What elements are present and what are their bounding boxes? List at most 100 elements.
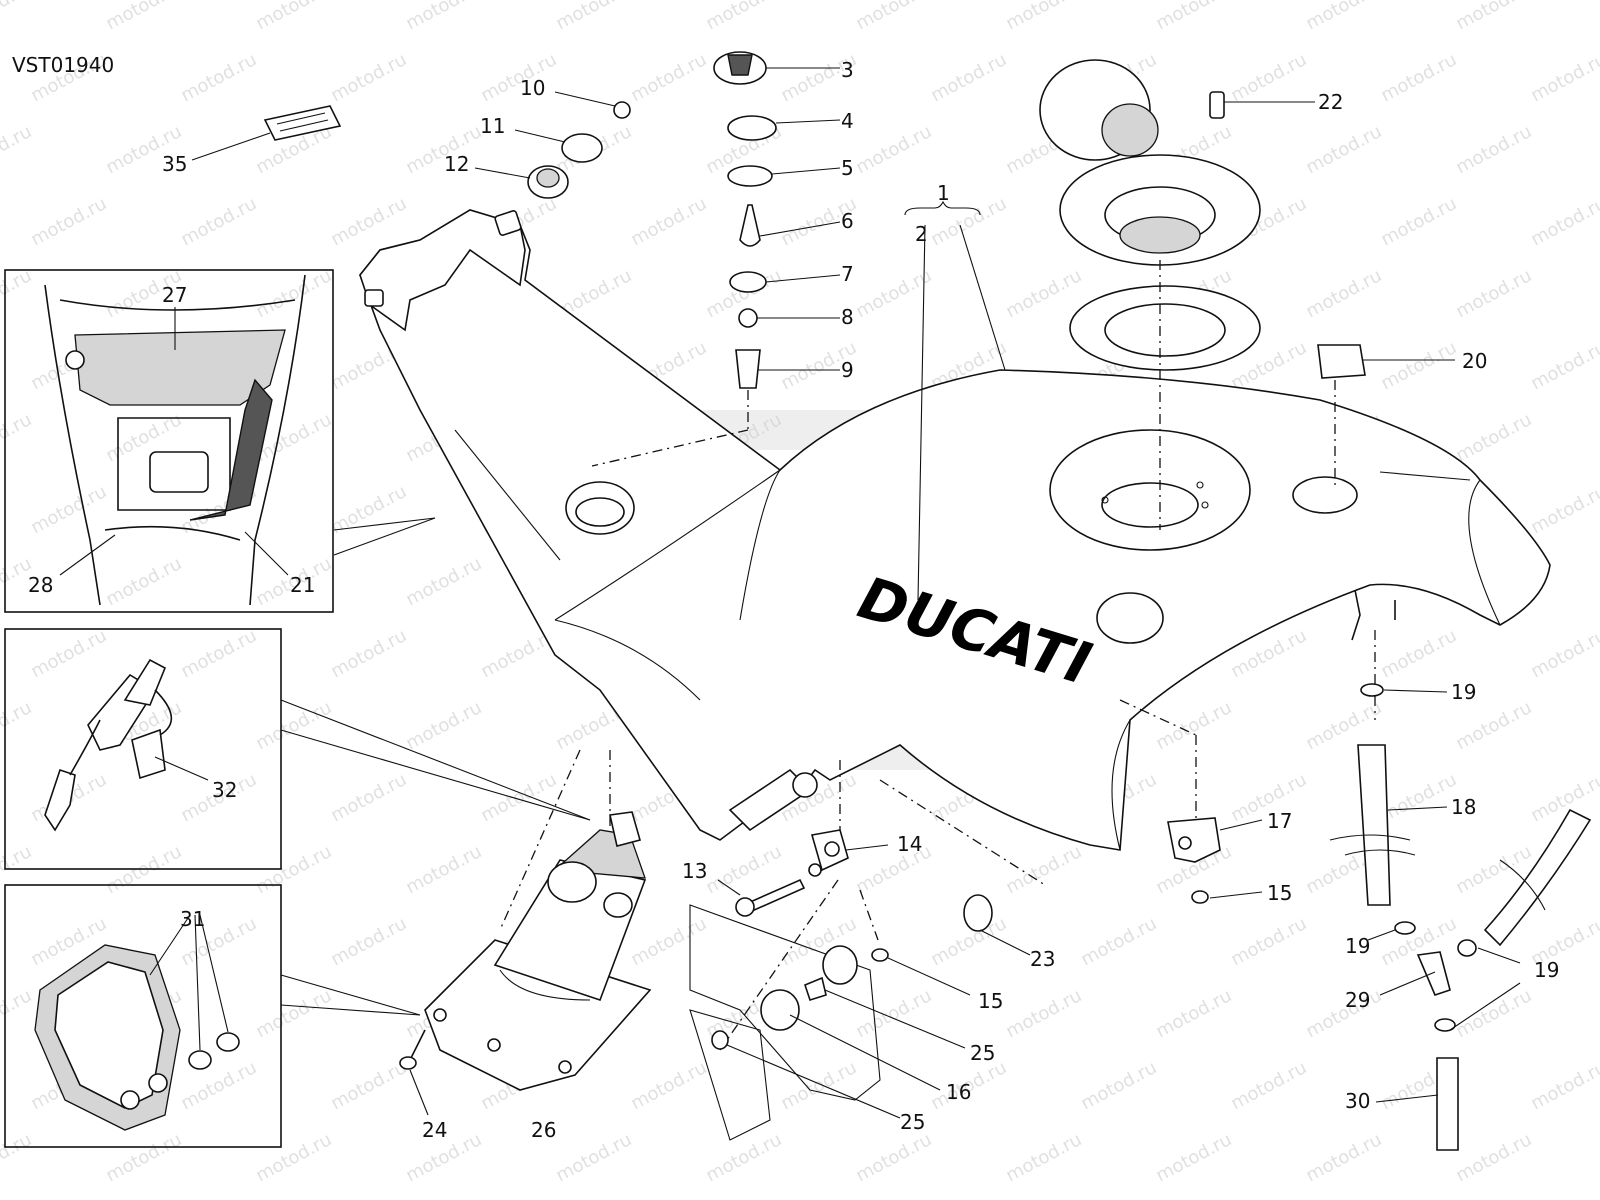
callout-4: 4 — [841, 109, 854, 133]
watermark-text: motod.ru — [177, 625, 260, 682]
callout-30: 30 — [1345, 1089, 1370, 1113]
watermark-text: motod.ru — [477, 49, 560, 106]
callout-6: 6 — [841, 209, 854, 233]
watermark-text: motod.ru — [1452, 1129, 1535, 1186]
drawing-code: VST01940 — [12, 53, 114, 77]
part-14-bracket — [717, 760, 1046, 1051]
watermark-text: motod.ru — [1452, 265, 1535, 322]
watermark-text: motod.ru — [852, 0, 935, 34]
watermark-text: motod.ru — [402, 697, 485, 754]
watermark-text: motod.ru — [927, 49, 1010, 106]
part-24-screw — [399, 1029, 429, 1116]
callout-19a: 19 — [1451, 680, 1476, 704]
watermark-text: motod.ru — [1002, 265, 1085, 322]
vent-valve-stack — [591, 51, 841, 467]
callout-7: 7 — [841, 262, 854, 286]
callout-27: 27 — [162, 283, 187, 307]
watermark-text: motod.ru — [327, 913, 410, 970]
watermark-text: motod.ru — [477, 769, 560, 826]
watermark-text: motod.ru — [1152, 985, 1235, 1042]
watermark-text: motod.ru — [1377, 769, 1460, 826]
watermark-text: motod.ru — [627, 49, 710, 106]
callout-22: 22 — [1318, 90, 1343, 114]
watermark-text: motod.ru — [627, 913, 710, 970]
inset-fuel-pump-connector — [4, 628, 282, 870]
callout-10: 10 — [520, 76, 545, 100]
inset-gasket-orings — [4, 884, 282, 1148]
watermark-text: motod.ru — [252, 0, 335, 34]
callout-5: 5 — [841, 156, 854, 180]
watermark-text: motod.ru — [0, 0, 35, 34]
watermark-text: motod.ru — [102, 0, 185, 34]
watermark-text: motod.ru — [1302, 985, 1385, 1042]
watermark-text: motod.ru — [252, 697, 335, 754]
callout-1: 1 — [937, 181, 950, 205]
callout-15b: 15 — [978, 989, 1003, 1013]
watermark-text: motod.ru — [327, 625, 410, 682]
callout-21: 21 — [290, 573, 315, 597]
watermark-text: motod.ru — [1527, 193, 1600, 250]
watermark-text: motod.ru — [1227, 1057, 1310, 1114]
watermark-text: motod.ru — [102, 553, 185, 610]
watermark-text: motod.ru — [1302, 121, 1385, 178]
watermark-text: motod.ru — [402, 0, 485, 34]
watermark-text: motod.ru — [402, 553, 485, 610]
watermark-text: motod.ru — [1152, 1129, 1235, 1186]
watermark-text: motod.ru — [627, 1057, 710, 1114]
watermark-text: motod.ru — [1002, 841, 1085, 898]
callout-25b: 25 — [900, 1110, 925, 1134]
watermark-text: motod.ru — [1302, 265, 1385, 322]
callout-19b: 19 — [1345, 934, 1370, 958]
callout-26: 26 — [531, 1118, 556, 1142]
watermark-text: motod.ru — [1452, 121, 1535, 178]
watermark-text: motod.ru — [27, 625, 110, 682]
callout-14: 14 — [897, 832, 922, 856]
watermark-text: motod.ru — [1227, 913, 1310, 970]
watermark-text: motod.ru — [1377, 913, 1460, 970]
part-22-filler-cap — [1039, 59, 1315, 530]
watermark-text: motod.ru — [402, 841, 485, 898]
watermark-text: motod.ru — [1452, 697, 1535, 754]
callout-8: 8 — [841, 305, 854, 329]
callout-20: 20 — [1462, 349, 1487, 373]
strap-grommets — [474, 91, 631, 199]
callout-29: 29 — [1345, 988, 1370, 1012]
part-17-hinge-bracket — [1119, 699, 1263, 904]
watermark-text: motod.ru — [852, 121, 935, 178]
watermark-text: motod.ru — [852, 985, 935, 1042]
watermark-text: motod.ru — [327, 769, 410, 826]
watermark-text: motod.ru — [177, 193, 260, 250]
rear-mount-components — [689, 904, 971, 1141]
callout-15a: 15 — [1267, 881, 1292, 905]
watermark-text: motod.ru — [1152, 0, 1235, 34]
watermark-text: motod.ru — [1527, 1057, 1600, 1114]
watermark-text: motod.ru — [1302, 1129, 1385, 1186]
watermark-text: motod.ru — [1527, 481, 1600, 538]
part-20-cap — [1317, 344, 1366, 379]
watermark-text: motod.ru — [1152, 697, 1235, 754]
watermark-text: motod.ru — [1377, 49, 1460, 106]
watermark-text: motod.ru — [102, 1129, 185, 1186]
callout-11: 11 — [480, 114, 505, 138]
callout-19c: 19 — [1534, 958, 1559, 982]
watermark-text: motod.ru — [177, 49, 260, 106]
watermark-text: motod.ru — [1452, 409, 1535, 466]
watermark-text: motod.ru — [1227, 49, 1310, 106]
watermark-text: motod.ru — [1377, 337, 1460, 394]
callout-25a: 25 — [970, 1041, 995, 1065]
fuel-tank — [359, 209, 1551, 851]
watermark-text: motod.ru — [1077, 1057, 1160, 1114]
inset-tank-underside — [4, 269, 334, 613]
watermark-text: motod.ru — [1002, 0, 1085, 34]
watermark-text: motod.ru — [27, 193, 110, 250]
callout-3: 3 — [841, 58, 854, 82]
callout-9: 9 — [841, 358, 854, 382]
callout-18: 18 — [1451, 795, 1476, 819]
breather-hose-assembly — [1329, 589, 1592, 1151]
watermark-text: motod.ru — [1527, 625, 1600, 682]
watermark-text: motod.ru — [1527, 49, 1600, 106]
watermark-text: motod.ru — [627, 193, 710, 250]
watermark-text: motod.ru — [327, 1057, 410, 1114]
watermark-text: motod.ru — [1377, 193, 1460, 250]
watermark-text: motod.ru — [552, 0, 635, 34]
